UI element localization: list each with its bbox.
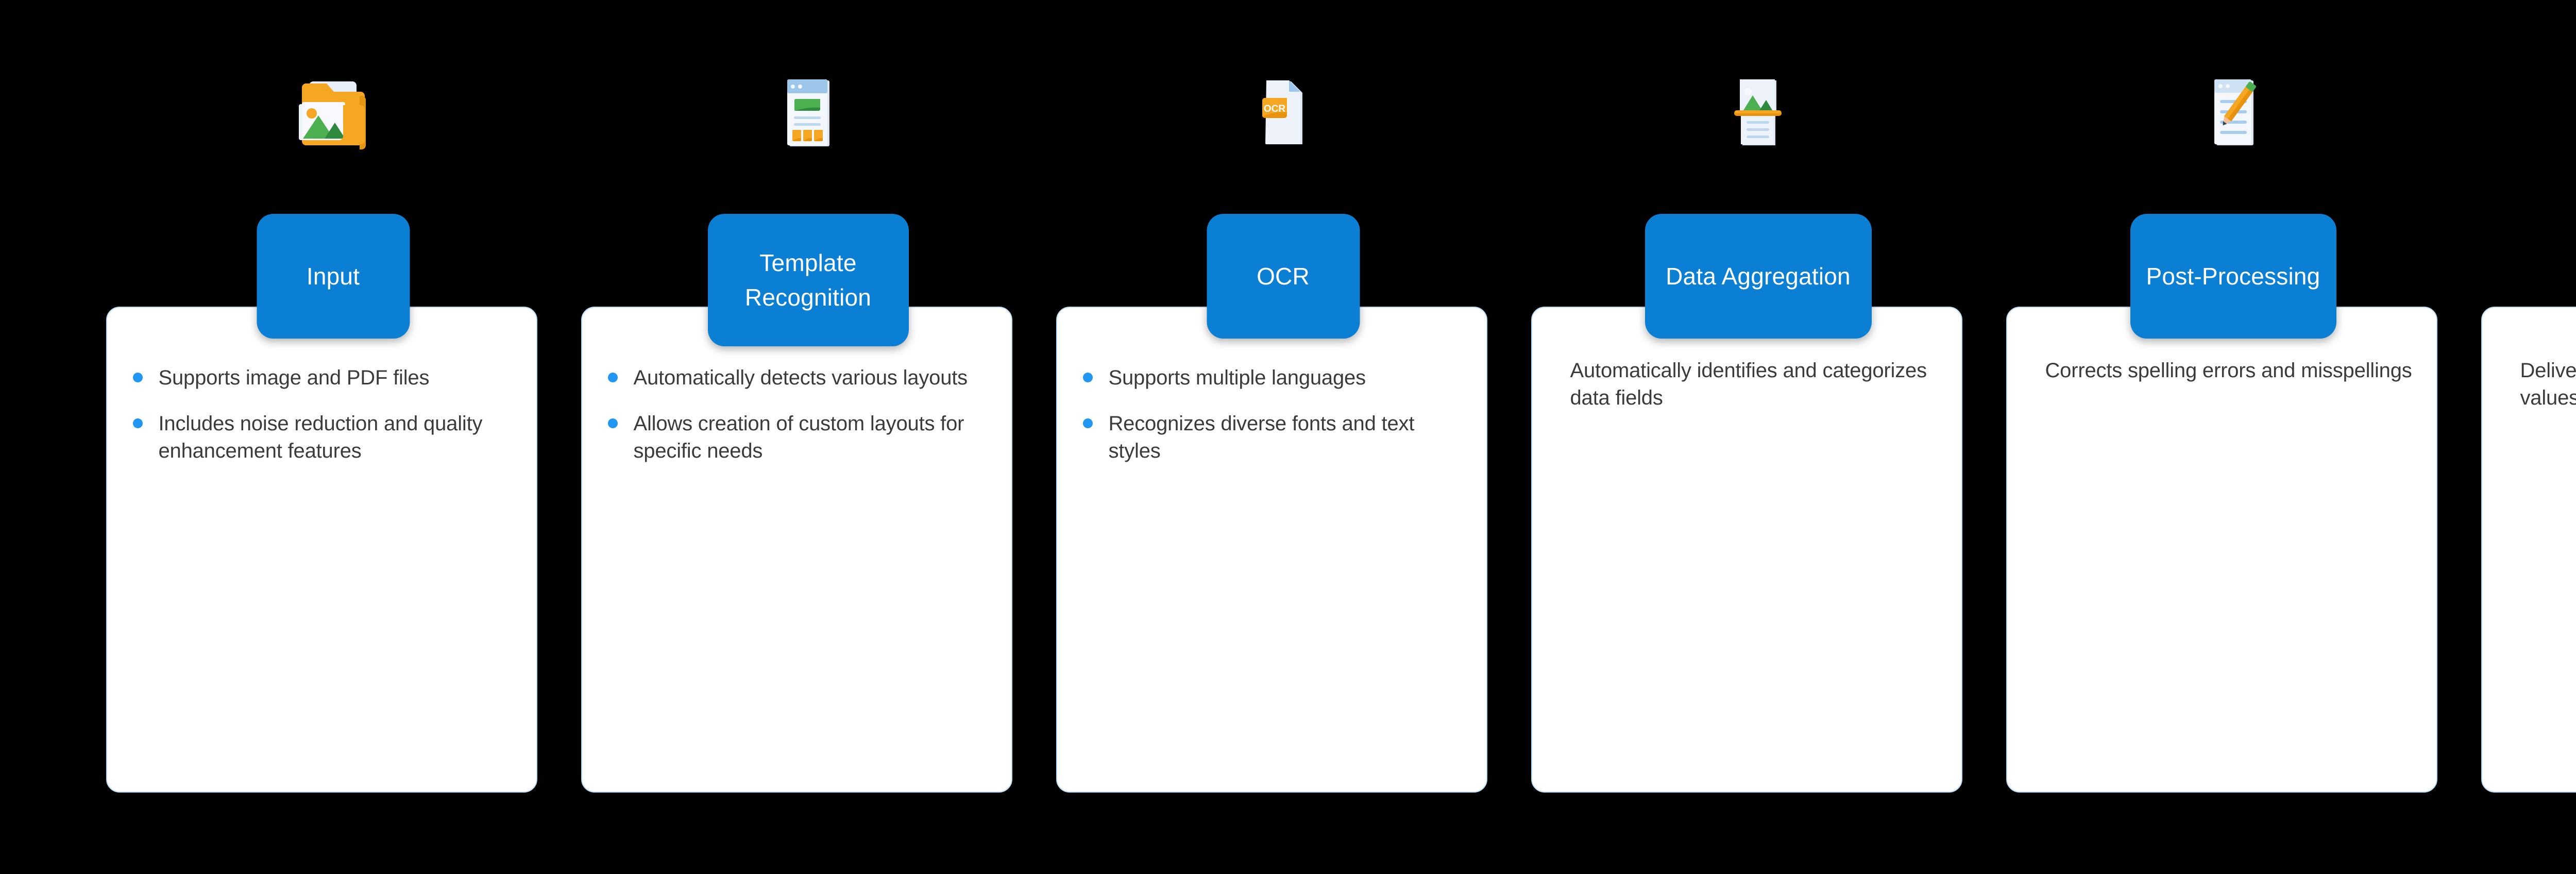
step-card-data-aggregation: Automatically identifies and categorizes… <box>1531 307 1962 793</box>
bullet-dot-icon <box>132 418 143 428</box>
bullet-dot-icon <box>132 373 143 382</box>
feature-list: Automatically detects various layouts Al… <box>607 364 988 465</box>
ocr-document-icon: OCR <box>1046 72 1521 155</box>
list-item-text: Includes noise reduction and quality enh… <box>158 412 483 462</box>
step-title-text-line1: Template <box>759 249 857 276</box>
step-card-template-recognition: Automatically detects various layouts Al… <box>581 307 1012 793</box>
step-title-text: Input <box>306 262 360 290</box>
step-card-post-processing: Corrects spelling errors and misspelling… <box>2006 307 2437 793</box>
step-description: Delivers extracted data as character val… <box>2520 359 2576 409</box>
step-card-ocr: Supports multiple languages Recognizes d… <box>1056 307 1487 793</box>
bullet-dot-icon <box>1082 418 1093 428</box>
list-item: Recognizes diverse fonts and text styles <box>1082 410 1463 465</box>
list-item-text: Automatically detects various layouts <box>633 366 968 389</box>
svg-text:OCR: OCR <box>1263 104 1285 114</box>
list-item: Supports image and PDF files <box>132 364 513 392</box>
document-scanner-icon <box>1521 72 1996 155</box>
document-pencil-icon <box>1996 72 2471 155</box>
list-item: Allows creation of custom layouts for sp… <box>607 410 988 465</box>
bullet-dot-icon <box>1082 373 1093 382</box>
pipeline-step-output: Output Delivers extracted data as charac… <box>2471 0 2576 874</box>
pipeline-step-input: Input Supports image and PDF files Inclu… <box>96 0 571 874</box>
bullet-dot-icon <box>607 373 618 382</box>
list-item-text: Supports multiple languages <box>1108 366 1366 389</box>
list-item-text: Allows creation of custom layouts for sp… <box>633 412 964 462</box>
step-title-text: Post-Processing <box>2146 262 2320 290</box>
step-description: Automatically identifies and categorizes… <box>1570 359 1927 409</box>
step-title-post-processing: Post-Processing <box>2130 214 2336 339</box>
step-card-input: Supports image and PDF files Includes no… <box>106 307 537 793</box>
feature-list: Supports image and PDF files Includes no… <box>132 364 513 465</box>
step-card-output: Delivers extracted data as character val… <box>2481 307 2576 793</box>
list-item-text: Supports image and PDF files <box>158 366 430 389</box>
step-title-template-recognition: Template Recognition <box>707 214 909 346</box>
text-document-icon <box>2471 72 2576 155</box>
step-title-ocr: OCR <box>1207 214 1360 339</box>
step-title-text: OCR <box>1257 262 1310 290</box>
step-title-input: Input <box>257 214 410 339</box>
pipeline-step-post-processing: Post-Processing Corrects spelling errors… <box>1996 0 2471 874</box>
list-item: Automatically detects various layouts <box>607 364 988 392</box>
bullet-dot-icon <box>607 418 618 428</box>
list-item: Supports multiple languages <box>1082 364 1463 392</box>
browser-wireframe-icon <box>571 72 1046 155</box>
step-title-text-line2: Recognition <box>744 283 872 311</box>
step-title-data-aggregation: Data Aggregation <box>1645 214 1872 339</box>
step-description: Corrects spelling errors and misspelling… <box>2045 359 2412 382</box>
pipeline-step-data-aggregation: Data Aggregation Automatically identifie… <box>1521 0 1996 874</box>
list-item: Includes noise reduction and quality enh… <box>132 410 513 465</box>
step-title-text: Data Aggregation <box>1666 262 1851 290</box>
image-folder-icon <box>96 72 571 155</box>
feature-list: Supports multiple languages Recognizes d… <box>1082 364 1463 465</box>
pipeline-step-ocr: OCR OCR Supports multiple languages Reco… <box>1046 0 1521 874</box>
pipeline-step-template-recognition: Template Recognition Automatically detec… <box>571 0 1046 874</box>
list-item-text: Recognizes diverse fonts and text styles <box>1108 412 1415 462</box>
